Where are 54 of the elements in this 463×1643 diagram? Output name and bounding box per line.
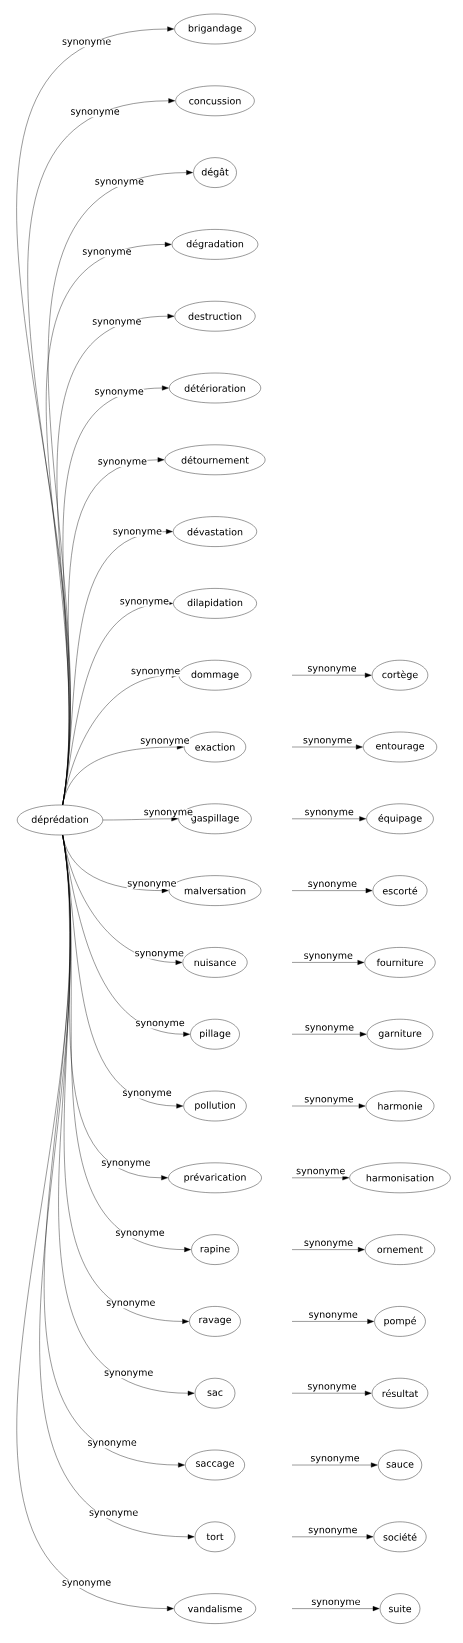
arrow — [291, 959, 365, 965]
edge-label: synonyme — [140, 738, 189, 746]
edge-label: synonyme — [82, 249, 131, 257]
edge-label: synonyme — [101, 1160, 150, 1168]
edge-label: synonyme — [120, 599, 169, 607]
arrow — [291, 1175, 349, 1181]
arrow — [291, 1103, 366, 1109]
edge-label: synonyme — [95, 389, 144, 397]
edge-label: synonyme — [296, 1168, 345, 1177]
edge-label: synonyme — [62, 1580, 111, 1588]
edge-label: synonyme — [304, 953, 353, 961]
edge-label: synonyme — [308, 1527, 357, 1536]
edge-label: synonyme — [135, 950, 184, 959]
edge-label: synonyme — [88, 1440, 137, 1448]
edge-label: synonyme — [95, 179, 144, 187]
edge-label: synonyme — [71, 109, 120, 117]
edge-label: synonyme — [127, 881, 176, 889]
arrow — [291, 1534, 374, 1540]
edge-label: synonyme — [304, 1097, 353, 1105]
arrow — [291, 1247, 365, 1253]
edge-label: synonyme — [106, 1300, 155, 1308]
arrow — [291, 672, 372, 678]
edge-label: synonyme — [309, 1312, 358, 1320]
edge-label: synonyme — [113, 529, 162, 537]
arrow — [291, 1606, 380, 1612]
edge-label: synonyme — [104, 1370, 153, 1378]
arrow — [16, 834, 174, 1612]
edge-label: synonyme — [98, 459, 147, 467]
edge-label: synonyme — [136, 1020, 185, 1029]
arrow — [62, 744, 184, 806]
arrow — [291, 1462, 378, 1468]
edge-label: synonyme — [307, 1384, 357, 1392]
edge-label: synonyme — [144, 809, 193, 818]
edge-label: synonyme — [305, 809, 354, 818]
arrow — [291, 1031, 367, 1037]
edge-label: synonyme — [310, 1456, 360, 1464]
edge-label: synonyme — [131, 668, 180, 677]
arrow — [291, 888, 373, 894]
arrow — [291, 1390, 372, 1396]
edge-label: synonyme — [305, 1025, 354, 1033]
edge-label: synonyme — [304, 1240, 353, 1248]
arrow — [102, 816, 179, 822]
edge-label: synonyme — [89, 1510, 138, 1518]
edge-label: synonyme — [303, 738, 352, 746]
edge-label: synonyme — [308, 881, 357, 889]
edge-label: synonyme — [115, 1230, 165, 1238]
arrow — [291, 1318, 374, 1324]
edge-label: synonyme — [123, 1090, 172, 1098]
edge-label: synonyme — [307, 666, 357, 674]
edge-label: synonyme — [62, 39, 111, 47]
edge-label: synonyme — [92, 319, 141, 327]
edge-label: synonyme — [311, 1599, 360, 1607]
arrow — [291, 816, 366, 822]
arrow — [291, 744, 363, 750]
